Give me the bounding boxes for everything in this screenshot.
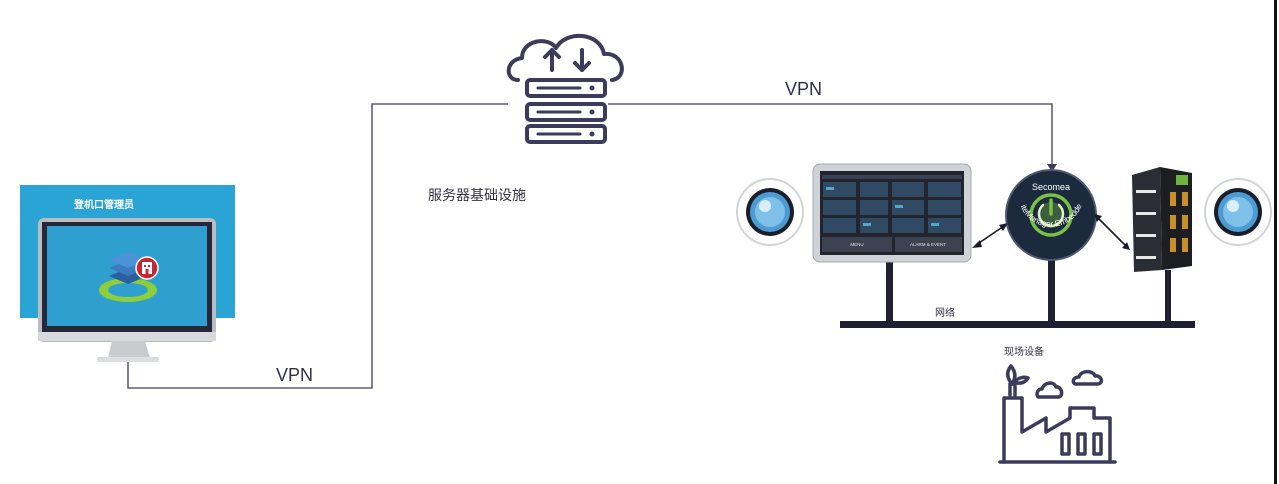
network-bus xyxy=(840,321,1195,328)
secomea-stand xyxy=(1048,256,1055,322)
vpn-line-left xyxy=(127,103,508,389)
login-admin-label: 登机口管理员 xyxy=(74,200,134,211)
vpn-line-top xyxy=(608,103,1053,168)
camera-lens-icon xyxy=(1204,178,1272,246)
vpn-arrow-head xyxy=(1047,164,1057,172)
secomea-brand-label: Secomea xyxy=(1032,182,1070,192)
right-border xyxy=(1274,0,1277,484)
monitor-icon xyxy=(20,185,235,362)
hmi-alarm-label: ALARM & EVENT xyxy=(910,242,946,247)
factory-icon xyxy=(998,364,1117,464)
network-label: 网络 xyxy=(935,308,955,319)
hmi-menu-label: MENU xyxy=(850,242,863,247)
cloud-server-icon xyxy=(506,33,624,144)
hmi-panel xyxy=(812,163,972,263)
field-devices-label: 现场设备 xyxy=(1004,347,1044,358)
vpn-label-left: VPN xyxy=(276,365,314,385)
link-arrow-plc xyxy=(1094,214,1130,250)
plc-stand xyxy=(1165,270,1171,322)
hmi-stand xyxy=(886,260,893,322)
plc-module xyxy=(1132,167,1192,272)
vpn-label-top: VPN xyxy=(785,79,823,99)
link-arrow-hmi xyxy=(972,223,1008,248)
server-infra-label: 服务器基础设施 xyxy=(428,188,526,204)
camera-lens-icon xyxy=(736,178,804,246)
power-icon xyxy=(1037,203,1065,228)
